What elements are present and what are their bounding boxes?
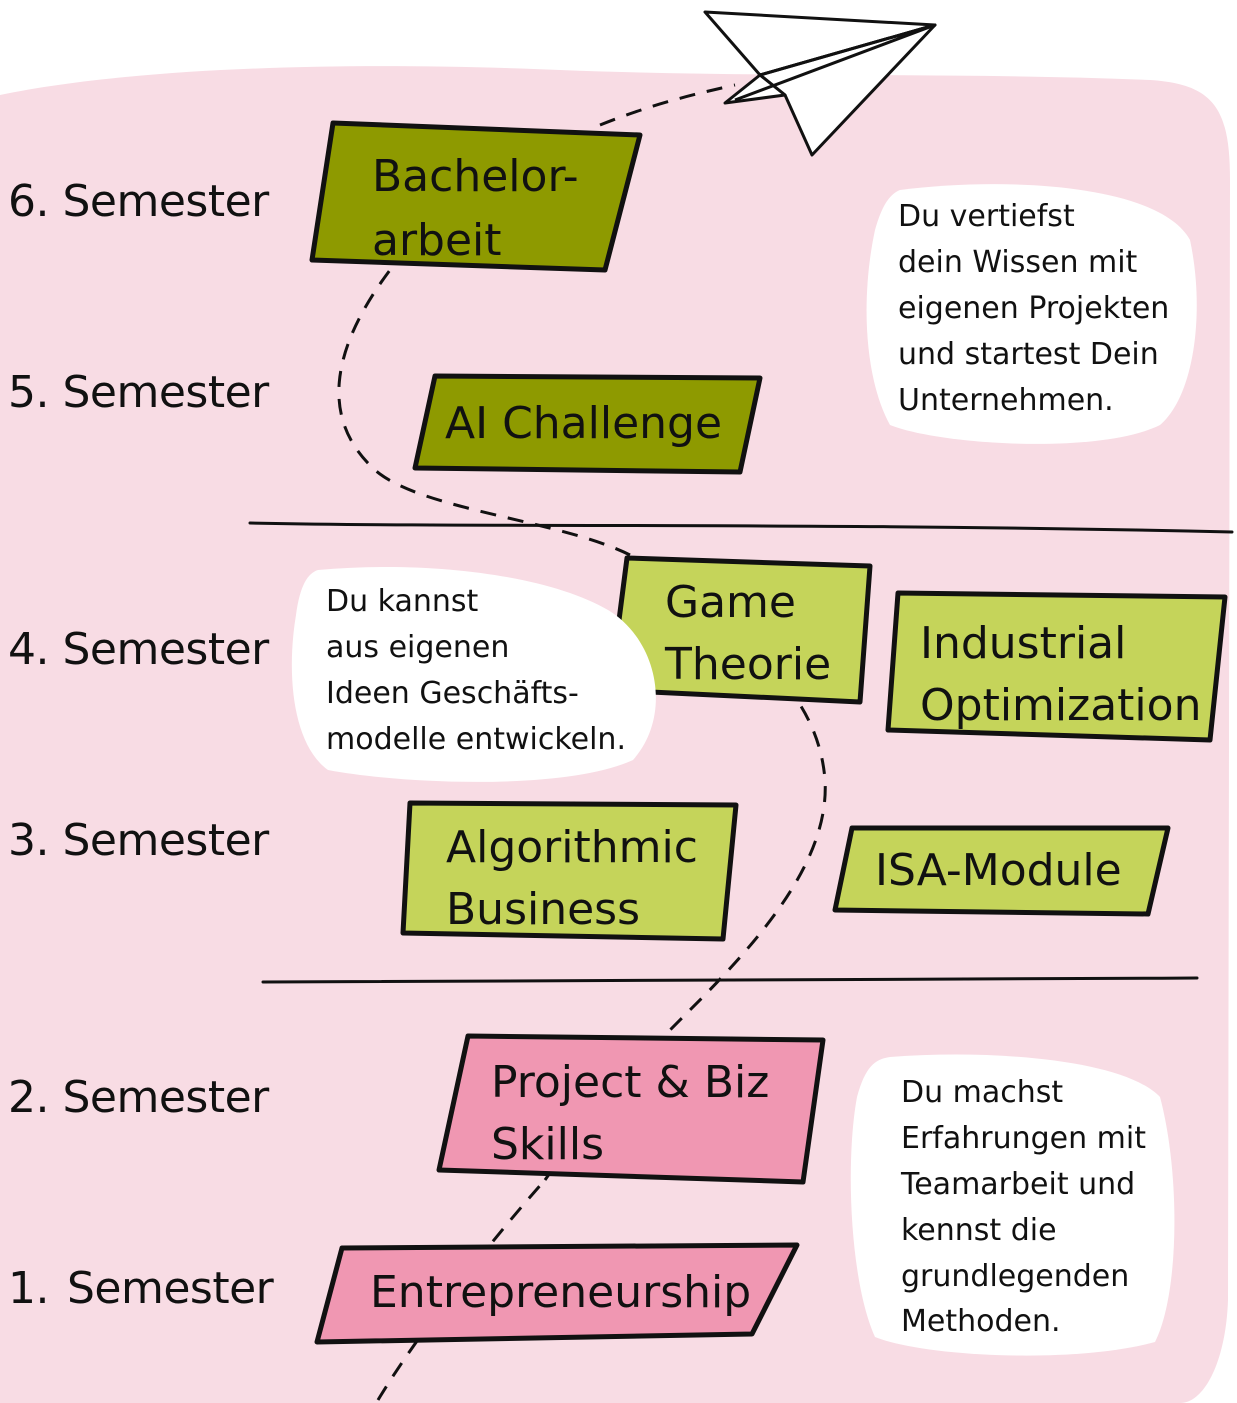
semester-label-6: 6. Semester [8, 180, 269, 224]
semester-word: Semester [62, 176, 269, 227]
module-label: Entrepreneurship [370, 1267, 752, 1318]
box-shape [309, 120, 643, 273]
semester-word: Semester [62, 1072, 269, 1123]
semester-label-2: 2. Semester [8, 1076, 269, 1120]
semester-number: 2. [8, 1072, 49, 1123]
note-text: Du machst Erfahrungen mit Teamarbeit und… [901, 1075, 1146, 1340]
module-label: Bachelor- arbeit [372, 151, 579, 266]
note-bubble-top: Du vertiefst dein Wissen mit eigenen Pro… [860, 180, 1200, 450]
box-shape [400, 800, 739, 942]
module-label: AI Challenge [445, 398, 723, 449]
note-text: Du kannst aus eigenen Ideen Geschäfts- m… [326, 584, 626, 757]
module-game-theorie: Game Theorie [605, 552, 880, 707]
bubble-shape [866, 184, 1197, 444]
module-bachelorarbeit: Bachelor- arbeit [300, 115, 650, 280]
semester-label-1: 1.Semester [8, 1267, 274, 1311]
box-shape [436, 1033, 826, 1185]
module-algorithmic-business: Algorithmic Business [398, 795, 743, 945]
module-ai-challenge: AI Challenge [410, 370, 765, 480]
semester-word: Semester [62, 815, 269, 866]
semester-number: 3. [8, 815, 49, 866]
semester-label-3: 3. Semester [8, 819, 269, 863]
note-bubble-bottom: Du machst Erfahrungen mit Teamarbeit und… [845, 1052, 1185, 1362]
module-label: Game Theorie [665, 577, 832, 691]
module-industrial-optimization: Industrial Optimization [880, 585, 1235, 745]
paper-plane-icon [703, 10, 937, 157]
semester-number: 6. [8, 176, 49, 227]
semester-label-5: 5. Semester [8, 371, 269, 415]
semester-number: 5. [8, 367, 49, 418]
bubble-shape [291, 566, 656, 782]
module-label: Algorithmic Business [446, 822, 698, 936]
module-label: ISA-Module [875, 845, 1122, 896]
semester-word: Semester [66, 1263, 274, 1314]
box-shape [885, 590, 1228, 743]
divider-line-upper [248, 521, 1234, 534]
box-shape [314, 1242, 800, 1345]
module-entrepreneurship: Entrepreneurship [312, 1242, 802, 1347]
semester-word: Semester [62, 624, 269, 675]
note-bubble-middle: Du kannst aus eigenen Ideen Geschäfts- m… [288, 565, 673, 785]
box-shape [832, 825, 1171, 917]
semester-label-4: 4. Semester [8, 628, 269, 672]
semester-word: Semester [62, 367, 269, 418]
module-label: Project & Biz Skills [491, 1057, 770, 1171]
module-project-biz-skills: Project & Biz Skills [433, 1030, 828, 1190]
module-label: Industrial Optimization [920, 618, 1202, 732]
note-text: Du vertiefst dein Wissen mit eigenen Pro… [898, 199, 1170, 418]
divider-line-lower [261, 976, 1199, 984]
box-shape [412, 373, 763, 475]
bubble-shape [850, 1054, 1175, 1356]
semester-number: 4. [8, 624, 49, 675]
module-isa-module: ISA-Module [830, 820, 1175, 920]
semester-number: 1. [8, 1263, 49, 1314]
